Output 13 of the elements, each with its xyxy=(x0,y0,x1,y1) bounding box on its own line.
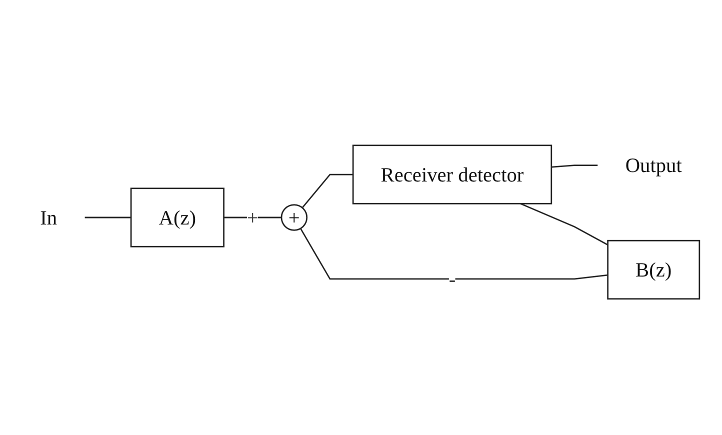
node-box: A(z) xyxy=(130,188,224,248)
connector xyxy=(520,203,608,246)
node-text: In xyxy=(40,206,58,230)
connector xyxy=(300,228,608,280)
connector xyxy=(551,164,598,168)
node-box: B(z) xyxy=(607,240,700,300)
node-circle: + xyxy=(280,204,308,231)
connector xyxy=(302,174,354,208)
connector xyxy=(84,216,132,218)
node-text: Output xyxy=(625,154,682,177)
node-box: Receiver detector xyxy=(352,144,552,204)
edge-label: + xyxy=(246,206,258,230)
edge-label: - xyxy=(448,267,456,291)
